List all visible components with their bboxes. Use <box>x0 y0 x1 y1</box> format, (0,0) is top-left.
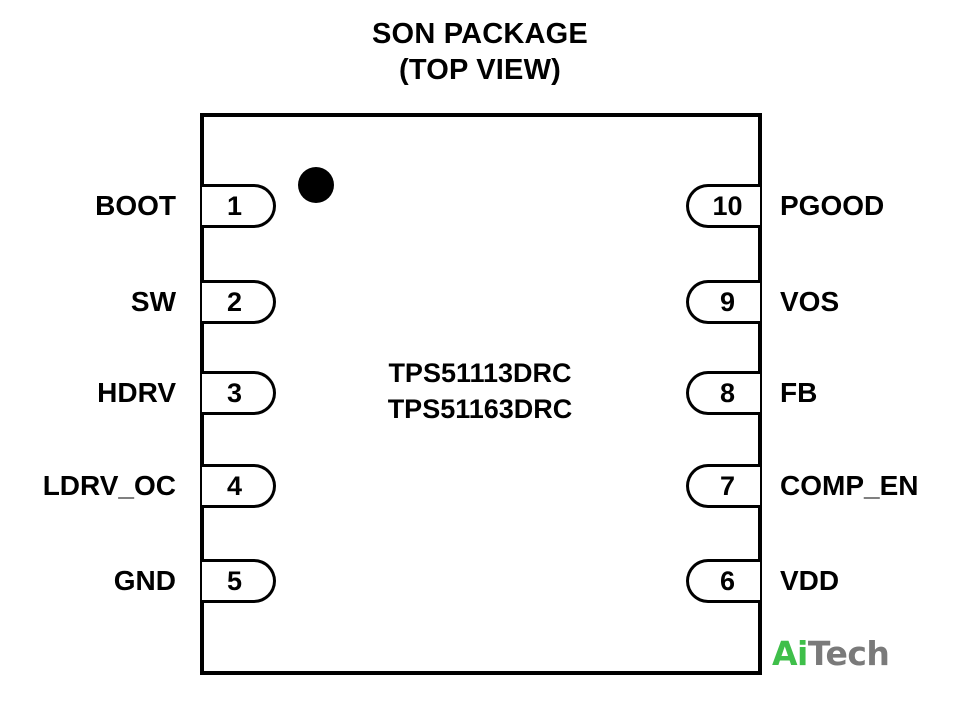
pin-label-vos: VOS <box>780 286 840 317</box>
pin-label-fb: FB <box>780 377 818 408</box>
part-number-1: TPS51113DRC <box>388 358 572 388</box>
package-subtitle: (TOP VIEW) <box>398 54 562 86</box>
pin1-indicator-dot <box>298 167 334 203</box>
pin-6: 6 <box>686 559 760 603</box>
pin-label-pgood: PGOOD <box>780 190 885 221</box>
pin-10: 10 <box>686 184 760 228</box>
pin-4: 4 <box>202 464 276 508</box>
pin-1: 1 <box>202 184 276 228</box>
pin-9: 9 <box>686 280 760 324</box>
pin-label-boot: BOOT <box>95 190 176 221</box>
part-number-2: TPS51163DRC <box>387 394 573 424</box>
watermark-part-tech: Tech <box>807 634 890 673</box>
pin-label-vdd: VDD <box>780 565 840 596</box>
aitech-watermark-logo: AiTech <box>772 634 890 673</box>
pin-5: 5 <box>202 559 276 603</box>
chip-body <box>200 113 762 675</box>
package-title: SON PACKAGE <box>372 18 588 50</box>
pin-label-sw: SW <box>130 286 176 317</box>
pin-2: 2 <box>202 280 276 324</box>
pin-label-gnd: GND <box>113 565 176 596</box>
pin-8: 8 <box>686 371 760 415</box>
watermark-part-ai: Ai <box>772 634 808 673</box>
pin-label-ldrv-oc: LDRV_OC <box>42 470 176 501</box>
pin-7: 7 <box>686 464 760 508</box>
pin-3: 3 <box>202 371 276 415</box>
pin-label-hdrv: HDRV <box>97 377 176 408</box>
pin-label-comp-en: COMP_EN <box>780 470 919 501</box>
